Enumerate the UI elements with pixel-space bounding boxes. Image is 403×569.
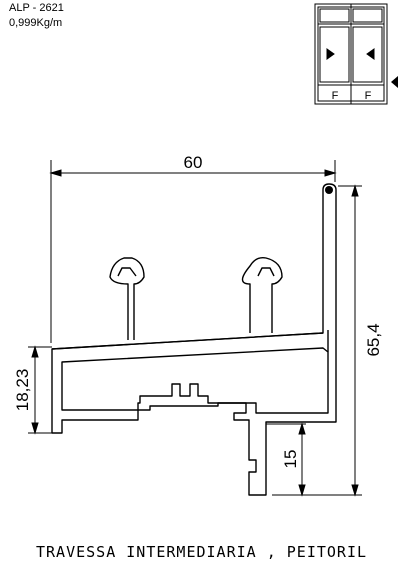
profile-title: TRAVESSA INTERMEDIARIA , PEITORIL	[35, 543, 367, 561]
arrow-right-icon	[326, 48, 335, 60]
profile-bead	[325, 186, 333, 194]
dimension-lines	[28, 160, 362, 497]
dimension-height: 65,4	[364, 323, 383, 356]
icon-label-right: F	[365, 90, 372, 102]
section-marker-icon	[391, 76, 398, 88]
dimension-left-height: 18,23	[13, 369, 32, 412]
profile-section	[51, 183, 337, 496]
profile-code: ALP - 2621	[9, 2, 64, 14]
dimension-bottom-height: 15	[281, 450, 300, 469]
profile-weight: 0,999Kg/m	[9, 17, 63, 29]
window-icon	[314, 3, 398, 105]
dimension-width: 60	[184, 153, 203, 172]
icon-label-left: F	[332, 90, 339, 102]
arrow-left-icon	[366, 48, 375, 60]
